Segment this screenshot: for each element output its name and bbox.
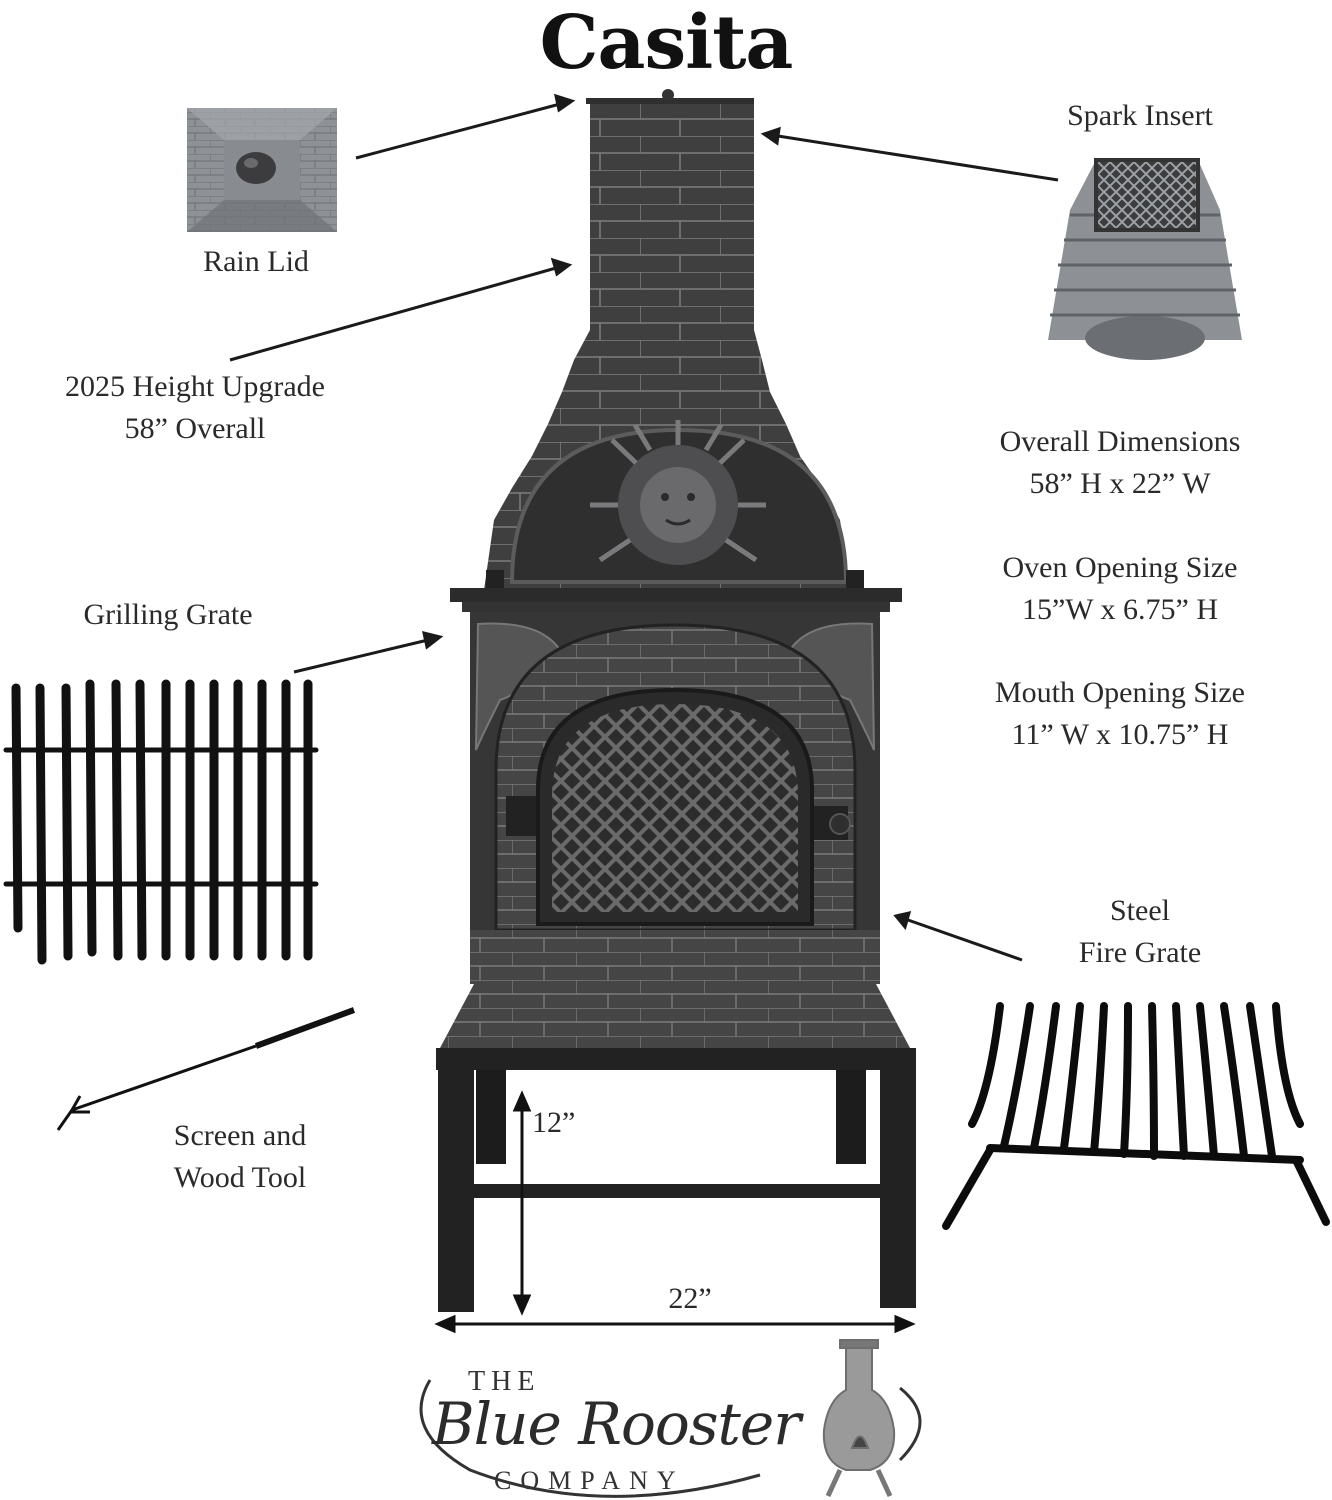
logo-chimenea-icon — [822, 1339, 896, 1498]
overall-dimensions-label: Overall Dimensions — [999, 425, 1241, 458]
oven-opening-value: 15”W x 6.75” H — [1021, 593, 1219, 626]
steel-fire-grate-line2: Fire Grate — [1078, 936, 1202, 969]
screen-tool-line1: Screen and — [173, 1119, 307, 1152]
callout-arrows — [229, 93, 1059, 962]
steel-fire-grate — [942, 1002, 1330, 1230]
rain-lid-label: Rain Lid — [203, 245, 309, 278]
height-upgrade-line2: 58” Overall — [124, 412, 266, 445]
mouth-opening-label: Mouth Opening Size — [995, 676, 1245, 709]
grilling-grate — [3, 679, 319, 965]
spark-insert-image — [1048, 158, 1242, 360]
mouth-opening-spec: Mouth Opening Size 11” W x 10.75” H — [960, 672, 1280, 756]
steel-fire-grate-label: Steel Fire Grate — [1020, 890, 1260, 974]
chimney — [450, 89, 902, 612]
overall-dimensions-spec: Overall Dimensions 58” H x 22” W — [960, 421, 1280, 505]
sun-relief — [590, 420, 766, 565]
screen-tool-label: Screen and Wood Tool — [120, 1115, 360, 1199]
page-title: Casita — [539, 0, 794, 86]
rain-lid-image — [187, 108, 337, 232]
steel-fire-grate-line1: Steel — [1110, 894, 1170, 927]
oven-opening-spec: Oven Opening Size 15”W x 6.75” H — [960, 547, 1280, 631]
leg-height-label: 12” — [532, 1106, 576, 1139]
logo-swoosh — [419, 1379, 761, 1498]
mouth-opening-value: 11” W x 10.75” H — [1011, 718, 1229, 751]
overall-dimensions-value: 58” H x 22” W — [1029, 467, 1211, 500]
oven-opening-label: Oven Opening Size — [1002, 551, 1238, 584]
grilling-grate-label: Grilling Grate — [83, 598, 253, 631]
width-label: 22” — [668, 1282, 712, 1315]
wood-tool — [56, 1007, 356, 1131]
height-upgrade-label: 2025 Height Upgrade 58” Overall — [20, 366, 370, 450]
screen-tool-line2: Wood Tool — [173, 1161, 307, 1194]
stand — [436, 1048, 916, 1312]
spark-insert-label: Spark Insert — [1067, 99, 1213, 132]
oven-body — [440, 612, 910, 1048]
logo-company: COMPANY — [494, 1466, 685, 1495]
logo-the: THE — [468, 1366, 541, 1397]
height-upgrade-line1: 2025 Height Upgrade — [65, 370, 325, 403]
dimension-arrows — [434, 1090, 916, 1334]
logo-brand: Blue Rooster — [432, 1390, 801, 1458]
